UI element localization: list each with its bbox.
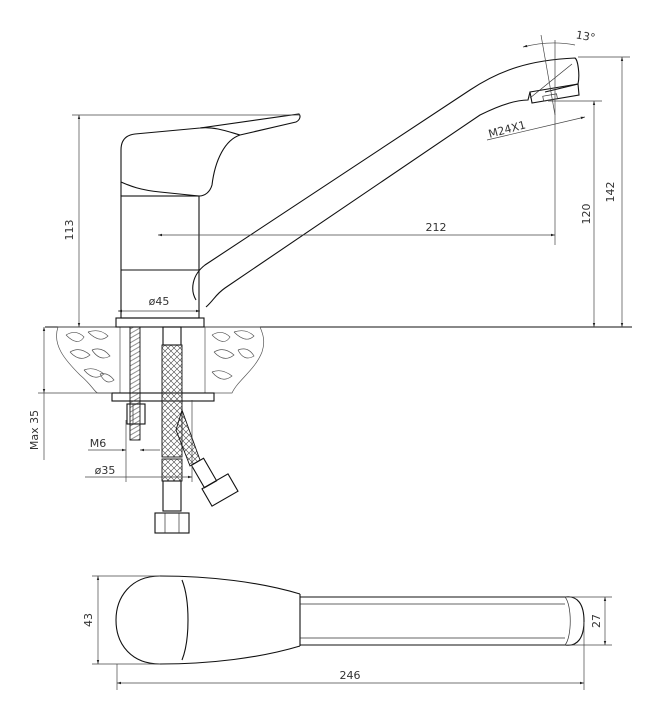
dim-handle-width: 43 bbox=[82, 613, 95, 627]
dimension-lines bbox=[38, 34, 630, 482]
dim-outlet-height: 120 bbox=[580, 204, 593, 225]
dim-max-thickness: Max 35 bbox=[28, 410, 41, 450]
faucet-spout bbox=[192, 57, 580, 308]
dim-stud-thread: M6 bbox=[90, 437, 107, 450]
faucet-body bbox=[115, 113, 301, 328]
dim-body-height: 113 bbox=[63, 220, 76, 241]
dim-spout-reach: 212 bbox=[426, 221, 447, 234]
dim-body-diameter: ø45 bbox=[149, 295, 170, 308]
dim-total-height: 142 bbox=[604, 182, 617, 203]
dim-hole-diameter: ø35 bbox=[95, 464, 116, 477]
dim-total-length: 246 bbox=[340, 669, 361, 682]
dim-aerator-thread: M24X1 bbox=[487, 118, 527, 140]
top-view-dimensions bbox=[92, 575, 612, 690]
mounting-hardware bbox=[111, 326, 239, 534]
top-view bbox=[115, 575, 585, 665]
countertop-stone-section bbox=[56, 326, 265, 394]
dim-spout-angle: 13° bbox=[575, 28, 596, 44]
dim-spout-width: 27 bbox=[590, 614, 603, 628]
